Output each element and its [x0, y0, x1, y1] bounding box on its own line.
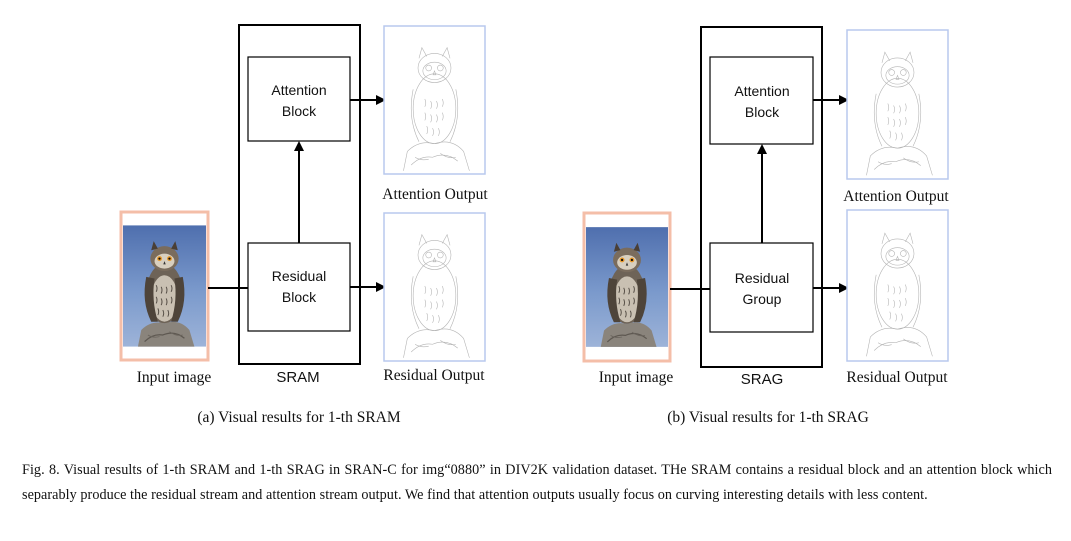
module-label: SRAG [741, 371, 784, 388]
attention-block-line1: Attention [734, 83, 789, 99]
input-image-label: Input image [599, 369, 674, 386]
attention-output-image [846, 29, 949, 180]
attention-block-line2: Block [282, 103, 317, 119]
residual-block-line2: Block [282, 289, 317, 305]
panel-b: Input image SRAG Attention Block Residua… [582, 26, 949, 426]
module-container [700, 26, 823, 368]
residual-block [247, 242, 351, 332]
attention-output-label: Attention Output [843, 188, 949, 205]
attention-block-line1: Attention [271, 82, 326, 98]
residual-group-line1: Residual [735, 270, 789, 286]
subcaption-b: (b) Visual results for 1-th SRAG [667, 409, 869, 426]
module-container [238, 24, 361, 365]
attention-block [709, 56, 814, 145]
residual-block-line1: Residual [272, 268, 326, 284]
attention-output-image [383, 25, 486, 175]
input-image-label: Input image [137, 369, 212, 386]
attention-output-label: Attention Output [382, 186, 488, 203]
residual-output-label: Residual Output [846, 369, 948, 386]
residual-group-line2: Group [743, 291, 782, 307]
panel-a: Input image SRAM Attention Block Residua… [119, 24, 488, 426]
residual-group [709, 242, 814, 333]
owl-photo-icon [582, 211, 672, 363]
figure-caption: Fig. 8. Visual results of 1-th SRAM and … [22, 462, 1052, 503]
residual-output-label: Residual Output [383, 367, 485, 384]
subcaption-a: (a) Visual results for 1-th SRAM [197, 409, 400, 426]
module-label: SRAM [276, 369, 319, 386]
owl-photo-icon [119, 210, 210, 362]
residual-output-image [383, 212, 486, 362]
attention-block [247, 56, 351, 142]
residual-output-image [846, 209, 949, 362]
attention-block-line2: Block [745, 104, 780, 120]
